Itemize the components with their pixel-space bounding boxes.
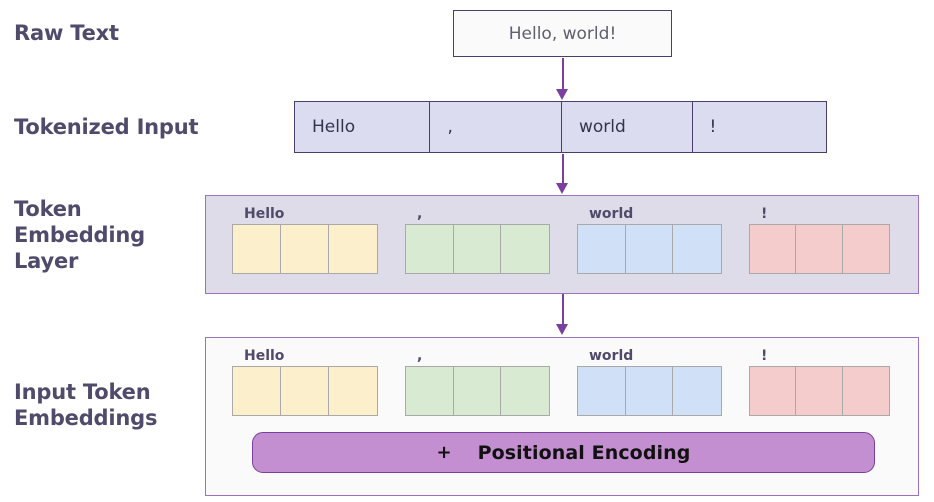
token-cell-label: , [447, 117, 453, 137]
embedding-cell [406, 367, 454, 415]
embedding-group: Hello [232, 204, 378, 274]
token-cell: , [430, 102, 562, 152]
embedding-group-label: ! [761, 348, 768, 364]
arrow-tokenized-to-embedding-icon [556, 154, 569, 195]
embedding-vector-cells [749, 366, 890, 416]
embedding-cell [501, 225, 549, 273]
embedding-cell [280, 367, 329, 415]
embedding-group: world [577, 204, 722, 274]
embedding-group-label: Hello [244, 206, 285, 222]
embedding-group: ! [749, 346, 890, 416]
raw-text-value: Hello, world! [508, 23, 617, 44]
embedding-cell [453, 225, 502, 273]
embedding-vector-cells [577, 366, 722, 416]
token-cell: Hello [295, 102, 431, 152]
embedding-group-label: , [417, 348, 423, 364]
arrow-head [556, 183, 568, 194]
embedding-group: Hello [232, 346, 378, 416]
row-label-tokenized-input: Tokenized Input [14, 115, 199, 139]
embedding-cell [673, 367, 721, 415]
embedding-vector-cells [405, 224, 550, 274]
embedding-vector-cells [232, 224, 378, 274]
embedding-cell [842, 367, 889, 415]
token-cell-label: world [578, 117, 626, 137]
embedding-cell [453, 367, 502, 415]
embedding-group-label: , [417, 206, 423, 222]
embedding-vector-cells [749, 224, 890, 274]
embedding-group-label: ! [761, 206, 768, 222]
embedding-group: ! [749, 204, 890, 274]
tokenized-input-strip: Hello , world ! [294, 101, 827, 153]
token-cell: world [562, 102, 693, 152]
embedding-vector-cells [405, 366, 550, 416]
embedding-cell [578, 367, 626, 415]
positional-encoding-label: Positional Encoding [477, 441, 691, 464]
arrow-shaft [561, 294, 564, 325]
embedding-cell [842, 225, 889, 273]
embedding-cell [750, 367, 797, 415]
input-token-embeddings-panel: Hello , world [205, 337, 919, 496]
row-label-input-token-embeddings: Input Token Embeddings [14, 380, 158, 431]
embedding-cell [328, 225, 377, 273]
arrow-embedding-to-input-icon [556, 294, 569, 337]
embedding-cell [796, 367, 843, 415]
embedding-group: , [405, 346, 550, 416]
embedding-vector-cells [577, 224, 722, 274]
embedding-cell [328, 367, 377, 415]
embedding-cell [750, 225, 797, 273]
embedding-cell [625, 225, 674, 273]
embedding-group-label: world [589, 206, 634, 222]
embedding-cell [280, 225, 329, 273]
row-label-token-embedding-layer: Token Embedding Layer [14, 197, 145, 274]
embedding-cell [406, 225, 454, 273]
embedding-vector-cells [232, 366, 378, 416]
embedding-cell [796, 225, 843, 273]
arrow-head [556, 324, 568, 335]
positional-encoding-bar: + Positional Encoding [252, 432, 875, 473]
arrow-shaft [561, 58, 564, 90]
embedding-cell [233, 225, 281, 273]
raw-text-box: Hello, world! [453, 10, 672, 57]
plus-sign-icon: + [436, 442, 452, 463]
token-cell-label: ! [709, 117, 717, 137]
token-cell: ! [693, 102, 827, 152]
arrow-head [556, 89, 568, 100]
token-embedding-layer-panel: Hello , world [205, 195, 919, 294]
arrow-shaft [561, 154, 564, 184]
row-label-raw-text: Raw Text [14, 21, 119, 45]
embedding-group: , [405, 204, 550, 274]
embedding-cell [501, 367, 549, 415]
embedding-cell [625, 367, 674, 415]
token-cell-label: Hello [312, 117, 356, 137]
embedding-cell [233, 367, 281, 415]
embedding-group: world [577, 346, 722, 416]
arrow-raw-to-tokenized-icon [556, 58, 569, 101]
embedding-cell [673, 225, 721, 273]
embedding-group-label: world [589, 348, 634, 364]
embedding-group-label: Hello [244, 348, 285, 364]
embedding-cell [578, 225, 626, 273]
